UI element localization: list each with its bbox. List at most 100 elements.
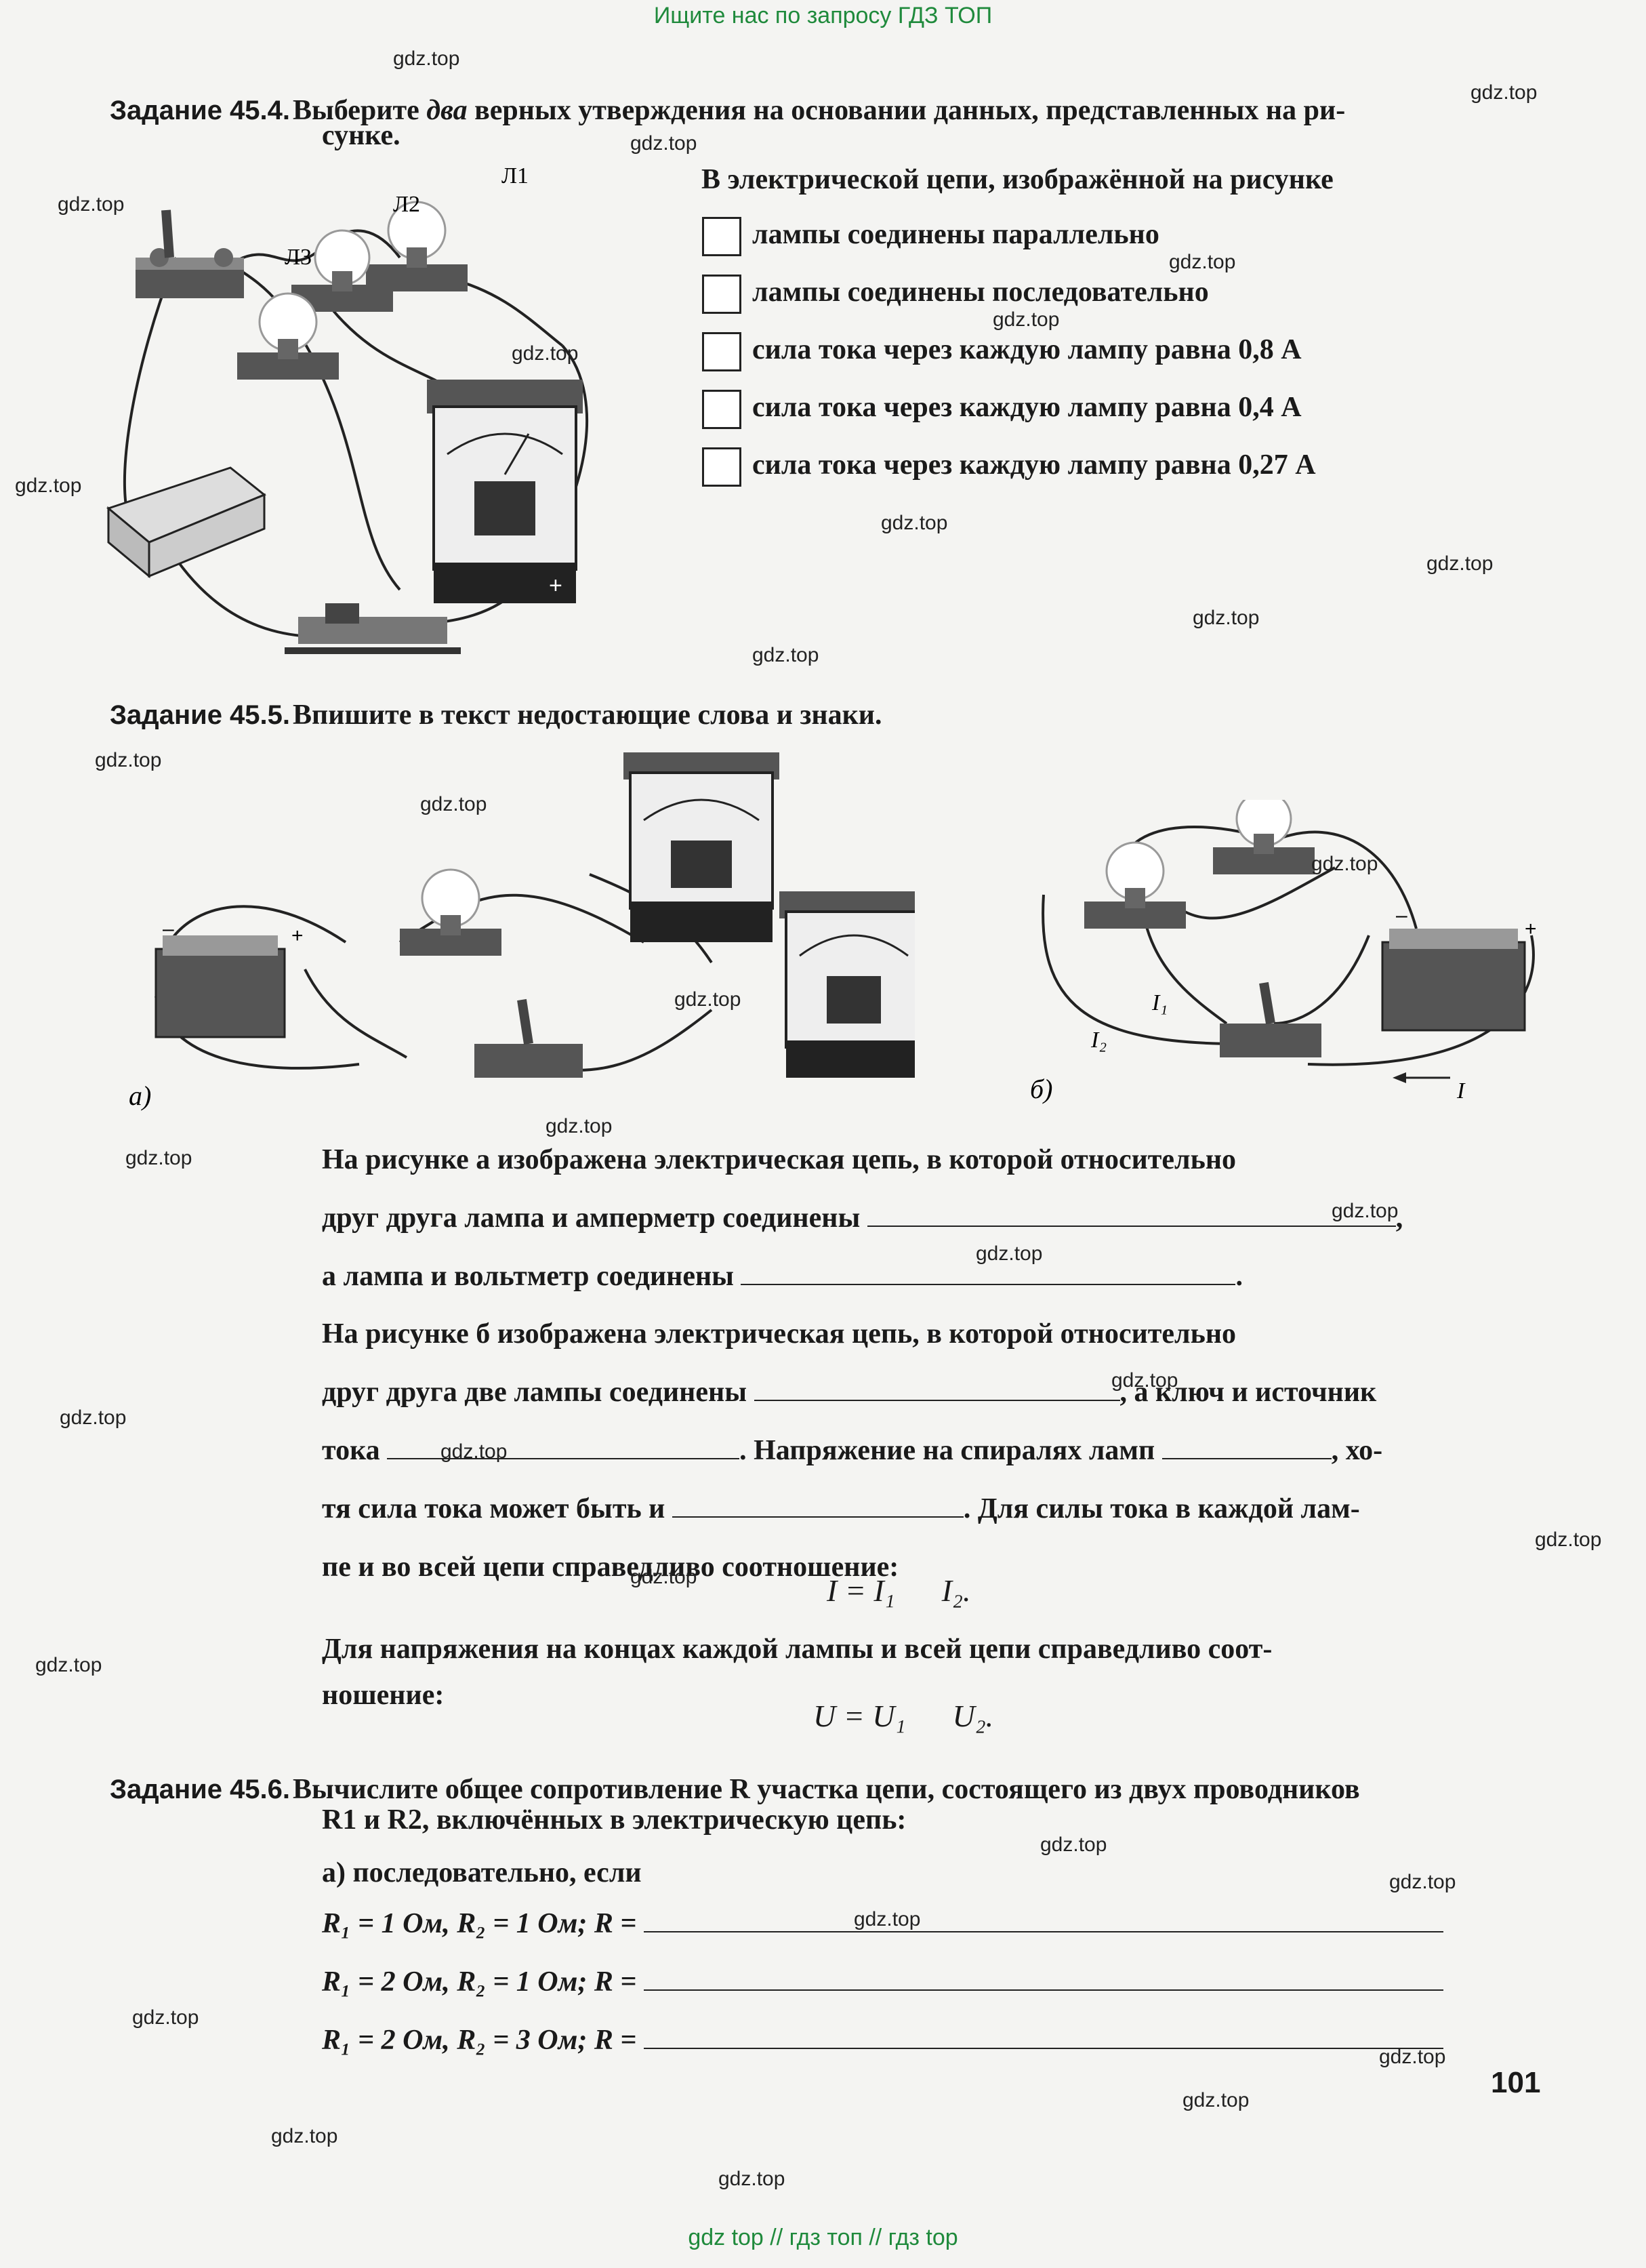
- watermark-11: gdz.top: [1193, 607, 1260, 629]
- watermark-33: gdz.top: [271, 2125, 338, 2147]
- row-1: R₁ = 1 Ом, R₂ = 1 Ом; R =: [322, 1895, 1548, 1953]
- task-45-5-text: Впишите в текст недостающие слова и знак…: [293, 700, 882, 731]
- p1-line3: а лампа и вольтметр соединены .: [322, 1247, 1548, 1305]
- current-i-label: I: [1456, 1078, 1466, 1103]
- task-45-6-text-line1: Вычислите общее сопротивление R участка …: [293, 1774, 1360, 1805]
- bottom-banner[interactable]: gdz top // гдз топ // гдз top: [688, 2225, 958, 2250]
- page-number: 101: [1491, 2066, 1541, 2099]
- option-label-5: сила тока через каждую лампу равна 0,27 …: [752, 449, 1316, 481]
- answer-blank-1[interactable]: [643, 1904, 1443, 1932]
- svg-text:–: –: [163, 918, 174, 940]
- watermark-17: gdz.top: [546, 1115, 613, 1137]
- rheostat-icon: [285, 603, 461, 654]
- watermark-12: gdz.top: [752, 644, 819, 666]
- task-45-6-rows: R₁ = 1 Ом, R₂ = 1 Ом; R = R₁ = 2 Ом, R₂ …: [322, 1895, 1548, 2069]
- task-45-6-label: Задание 45.6.: [110, 1775, 291, 1804]
- lamp-l3-label: Л3: [285, 245, 312, 270]
- watermark-14: gdz.top: [420, 793, 487, 815]
- top-banner[interactable]: Ищите нас по запросу ГДЗ ТОП: [653, 3, 993, 28]
- option-label-1: лампы соединены параллельно: [752, 219, 1159, 250]
- watermark-34: gdz.top: [718, 2168, 785, 2190]
- blank-p2-2[interactable]: [387, 1431, 740, 1459]
- svg-text:+: +: [1525, 918, 1537, 940]
- row-3: R₁ = 2 Ом, R₂ = 3 Ом; R =: [322, 2011, 1548, 2069]
- watermark-9: gdz.top: [881, 512, 948, 534]
- ammeter-icon-a: [779, 891, 915, 1078]
- p2-line1: На рисунке б изображена электрическая це…: [322, 1318, 1237, 1350]
- svg-text:+: +: [291, 925, 304, 947]
- option-label-4: сила тока через каждую лампу равна 0,4 А: [752, 392, 1302, 423]
- watermark-7: gdz.top: [512, 342, 579, 365]
- task-45-5-paragraph-2: На рисунке б изображена электрическая це…: [322, 1305, 1548, 1596]
- figure-a-label: а): [129, 1080, 151, 1111]
- switch-icon-b: [1220, 981, 1321, 1057]
- option-label-3: сила тока через каждую лампу равна 0,8 А: [752, 334, 1302, 365]
- task-45-4-header: Задание 45.4. Выберите два верных утверж…: [110, 94, 1546, 127]
- watermark-6: gdz.top: [993, 308, 1060, 331]
- lamp-icon: [400, 868, 501, 956]
- battery-icon-b: – +: [1381, 904, 1537, 1032]
- task-45-5-paragraph-3: Для напряжения на концах каждой лампы и …: [322, 1620, 1548, 1712]
- watermark-23: gdz.top: [440, 1440, 508, 1463]
- task-45-4-text-line1: Выберите два верных утверждения на основ…: [293, 95, 1346, 126]
- blank-p1-2[interactable]: [741, 1257, 1236, 1285]
- p3-line1: Для напряжения на концах каждой лампы и …: [322, 1634, 1273, 1665]
- watermark-31: gdz.top: [1379, 2046, 1446, 2068]
- task-45-5-paragraph-1: На рисунке а изображена электрическая це…: [322, 1131, 1548, 1305]
- watermark-24: gdz.top: [1535, 1528, 1602, 1551]
- task-45-4-label: Задание 45.4.: [110, 96, 291, 125]
- p1-line2: друг друга лампа и амперметр соединены ,: [322, 1189, 1548, 1247]
- option-checkbox-4[interactable]: [702, 390, 741, 429]
- current-i1-label: I₁: [1151, 990, 1168, 1015]
- watermark-8: gdz.top: [15, 474, 82, 497]
- ammeter-icon: +: [427, 380, 583, 603]
- watermark-19: gdz.top: [1332, 1200, 1399, 1222]
- switch-icon: [136, 209, 244, 298]
- blank-p2-4[interactable]: [672, 1489, 964, 1518]
- watermark-27: gdz.top: [1040, 1834, 1107, 1856]
- option-label-2: лампы соединены последовательно: [752, 277, 1209, 308]
- watermark-15: gdz.top: [1311, 853, 1378, 875]
- lamp-icon-b2: [1213, 800, 1315, 874]
- p1-line1: На рисунке а изображена электрическая це…: [322, 1144, 1237, 1175]
- formula-current: I = I₁ I₂.: [827, 1573, 971, 1608]
- task-45-4-question: В электрической цепи, изображённой на ри…: [701, 164, 1334, 195]
- formula-voltage: U = U₁ U₂.: [813, 1699, 994, 1733]
- switch-icon-a: [474, 998, 583, 1078]
- current-i2-label: I₂: [1090, 1028, 1107, 1053]
- lamp-l3-icon: [237, 292, 339, 380]
- task-45-4-text-line2: сунке.: [322, 120, 400, 151]
- p2-line5: пе и во всей цепи справедливо соотношени…: [322, 1552, 899, 1583]
- blank-p1-1[interactable]: [867, 1198, 1396, 1227]
- watermark-16: gdz.top: [674, 988, 741, 1011]
- option-checkbox-1[interactable]: [702, 217, 741, 256]
- task-45-6-text-line2: R1 и R2, включённых в электрическую цепь…: [322, 1804, 907, 1836]
- watermark-10: gdz.top: [1426, 552, 1494, 575]
- watermark-26: gdz.top: [35, 1654, 102, 1676]
- option-checkbox-3[interactable]: [702, 332, 741, 371]
- svg-text:+: +: [549, 573, 562, 599]
- watermark-30: gdz.top: [132, 2006, 199, 2029]
- watermark-2: gdz.top: [1470, 81, 1538, 104]
- watermark-32: gdz.top: [1182, 2089, 1250, 2111]
- watermark-18: gdz.top: [125, 1147, 192, 1169]
- circuit-figure-a: – + а): [129, 752, 915, 1111]
- watermark-20: gdz.top: [976, 1242, 1043, 1265]
- lamp-l2-label: Л2: [393, 192, 420, 217]
- blank-p2-1[interactable]: [754, 1373, 1120, 1401]
- power-supply-icon: [106, 466, 266, 579]
- answer-blank-3[interactable]: [643, 2021, 1443, 2049]
- option-checkbox-5[interactable]: [702, 447, 741, 487]
- blank-p2-3[interactable]: [1161, 1431, 1332, 1459]
- watermark-3: gdz.top: [630, 132, 697, 155]
- watermark-5: gdz.top: [1169, 251, 1236, 273]
- option-checkbox-2[interactable]: [702, 275, 741, 314]
- lamp-l1-icon: [366, 201, 468, 291]
- lamp-l2-icon: [291, 229, 393, 312]
- watermark-1: gdz.top: [393, 47, 460, 70]
- answer-blank-2[interactable]: [643, 1962, 1443, 1991]
- row-2: R₁ = 2 Ом, R₂ = 1 Ом; R =: [322, 1953, 1548, 2011]
- watermark-13: gdz.top: [95, 749, 162, 771]
- circuit-figure-b: – + I₁ I₂ I б): [1030, 800, 1537, 1104]
- circuit-figure-45-4: Л1 Л2 Л3 +: [106, 163, 589, 654]
